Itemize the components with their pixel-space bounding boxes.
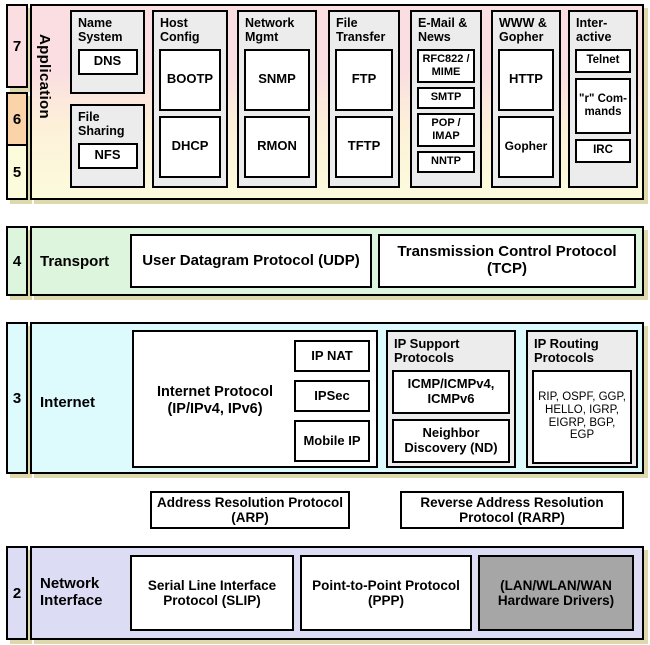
app-group-name-system-title: Name System <box>78 16 123 44</box>
app-group-www-gopher-title: WWW & Gopher <box>499 16 547 44</box>
internet-group-ip-routing-protocols-title: IP Routing Protocols <box>534 336 599 366</box>
protocol-rfc822-mime: RFC822 / MIME <box>417 48 475 83</box>
protocol-mobile-ip: Mobile IP <box>294 420 370 462</box>
protocol-tcp: Transmission Control Protocol (TCP) <box>378 234 636 288</box>
app-group-file-transfer-title: File Transfer <box>336 16 386 44</box>
protocol-telnet: Telnet <box>575 48 631 73</box>
app-group-email-news-title: E-Mail & News <box>418 16 468 44</box>
protocol-routing-list: RIP, OSPF, GGP, HELLO, IGRP, EIGRP, BGP,… <box>532 369 632 464</box>
layer-number-5-label: 5 <box>12 163 22 181</box>
layer-number-7-label: 7 <box>12 37 22 55</box>
protocol-bootp: BOOTP <box>159 48 221 111</box>
layer-number-3-label: 3 <box>12 389 22 407</box>
layer-number-3: 3 <box>6 322 28 474</box>
internet-group-ip-support-protocols: IP Support Protocols ICMP/ICMPv4, ICMPv6… <box>386 330 516 468</box>
protocol-http: HTTP <box>498 48 554 111</box>
application-layer-name: Application <box>36 34 53 119</box>
protocol-nfs: NFS <box>77 142 138 169</box>
app-group-name-system: Name System DNS <box>70 10 145 94</box>
protocol-ppp: Point-to-Point Protocol (PPP) <box>300 555 472 631</box>
layer-number-7: 7 <box>6 4 28 88</box>
protocol-neighbor-discovery: Neighbor Discovery (ND) <box>392 418 510 463</box>
app-group-file-transfer: File Transfer FTP TFTP <box>328 10 400 188</box>
internet-group-ip-support-protocols-title: IP Support Protocols <box>394 336 460 366</box>
app-group-host-config: Host Config BOOTP DHCP <box>152 10 228 188</box>
protocol-arp: Address Resolution Protocol (ARP) <box>150 491 350 529</box>
app-group-file-sharing-title: File Sharing <box>78 110 125 138</box>
protocol-ftp: FTP <box>335 48 393 111</box>
protocol-snmp: SNMP <box>244 48 310 111</box>
protocol-rmon: RMON <box>244 115 310 178</box>
protocol-icmp: ICMP/ICMPv4, ICMPv6 <box>392 369 510 414</box>
protocol-dns: DNS <box>77 48 138 75</box>
layer-number-2-label: 2 <box>12 584 22 602</box>
protocol-tftp: TFTP <box>335 115 393 178</box>
protocol-r-commands: "r" Com- mands <box>575 77 631 134</box>
internet-layer-name: Internet <box>40 394 96 411</box>
app-group-file-sharing: File Sharing NFS <box>70 104 145 188</box>
protocol-slip: Serial Line Interface Protocol (SLIP) <box>130 555 294 631</box>
internet-protocol-label: Internet Protocol (IP/IPv4, IPv6) <box>156 384 273 417</box>
layer-number-5: 5 <box>6 144 28 200</box>
layer-number-4: 4 <box>6 226 28 296</box>
protocol-dhcp: DHCP <box>159 115 221 178</box>
protocol-udp: User Datagram Protocol (UDP) <box>130 234 372 288</box>
app-group-email-news: E-Mail & News RFC822 / MIME SMTP POP / I… <box>410 10 482 188</box>
app-group-www-gopher: WWW & Gopher HTTP Gopher <box>491 10 561 188</box>
internet-protocol-box: Internet Protocol (IP/IPv4, IPv6) IP NAT… <box>132 330 378 468</box>
layer-number-2: 2 <box>6 546 28 640</box>
app-group-network-mgmt-title: Network Mgmt <box>245 16 295 44</box>
protocol-irc: IRC <box>575 138 631 163</box>
protocol-gopher: Gopher <box>498 115 554 178</box>
layer-number-4-label: 4 <box>12 252 22 270</box>
app-group-host-config-title: Host Config <box>160 16 200 44</box>
protocol-hardware-drivers: (LAN/WLAN/WAN Hardware Drivers) <box>478 555 634 631</box>
internet-group-ip-routing-protocols: IP Routing Protocols RIP, OSPF, GGP, HEL… <box>526 330 638 468</box>
protocol-ip-nat: IP NAT <box>294 340 370 372</box>
app-group-interactive: Inter- active Telnet "r" Com- mands IRC <box>568 10 638 188</box>
layer-number-6: 6 <box>6 92 28 146</box>
app-group-network-mgmt: Network Mgmt SNMP RMON <box>237 10 317 188</box>
layer-number-6-label: 6 <box>12 110 22 128</box>
app-group-interactive-title: Inter- active <box>576 16 612 44</box>
protocol-smtp: SMTP <box>417 86 475 109</box>
protocol-nntp: NNTP <box>417 150 475 173</box>
transport-layer-name: Transport <box>40 253 110 270</box>
network-interface-layer-name: Network Interface <box>40 575 103 610</box>
protocol-pop-imap: POP / IMAP <box>417 112 475 147</box>
protocol-rarp: Reverse Address Resolution Protocol (RAR… <box>400 491 624 529</box>
protocol-ipsec: IPSec <box>294 380 370 412</box>
